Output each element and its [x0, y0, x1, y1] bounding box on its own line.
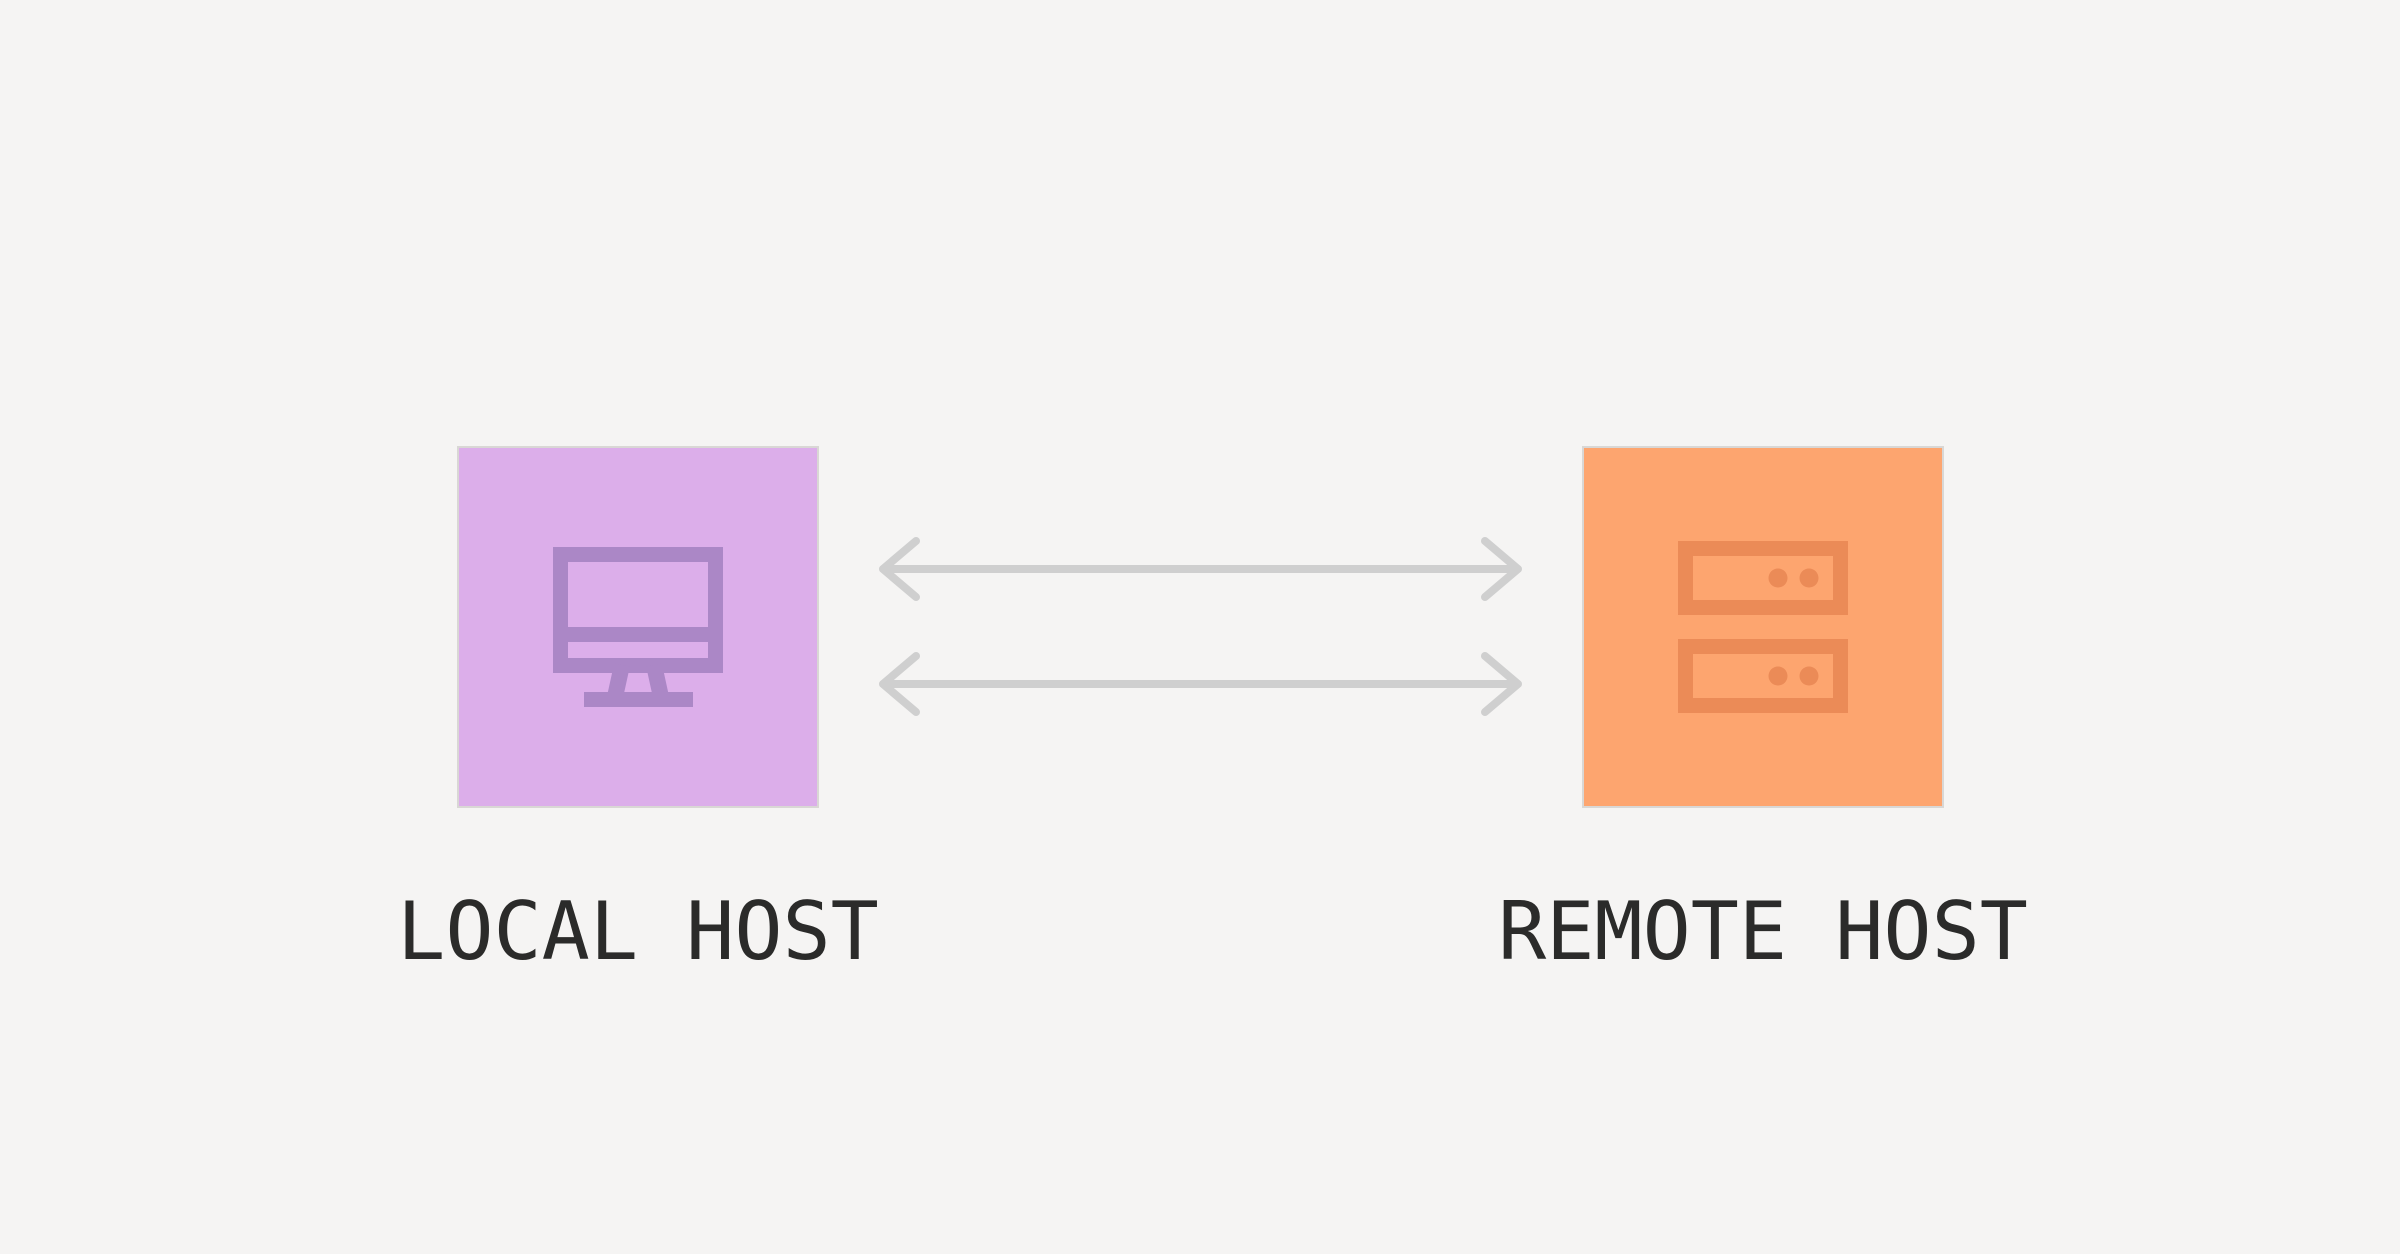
bidirectional-arrow-top	[879, 537, 1522, 601]
local-host-node	[457, 446, 819, 808]
server-rack-icon	[1678, 541, 1848, 713]
remote-host-node	[1582, 446, 1944, 808]
local-host-box	[457, 446, 819, 808]
local-host-label: LOCAL HOST	[397, 885, 879, 978]
remote-host-label: REMOTE HOST	[1498, 885, 2028, 978]
connection-arrows-layer	[879, 537, 1522, 716]
remote-host-box	[1582, 446, 1944, 808]
bidirectional-arrow-bottom	[879, 652, 1522, 716]
desktop-monitor-icon	[553, 547, 723, 707]
